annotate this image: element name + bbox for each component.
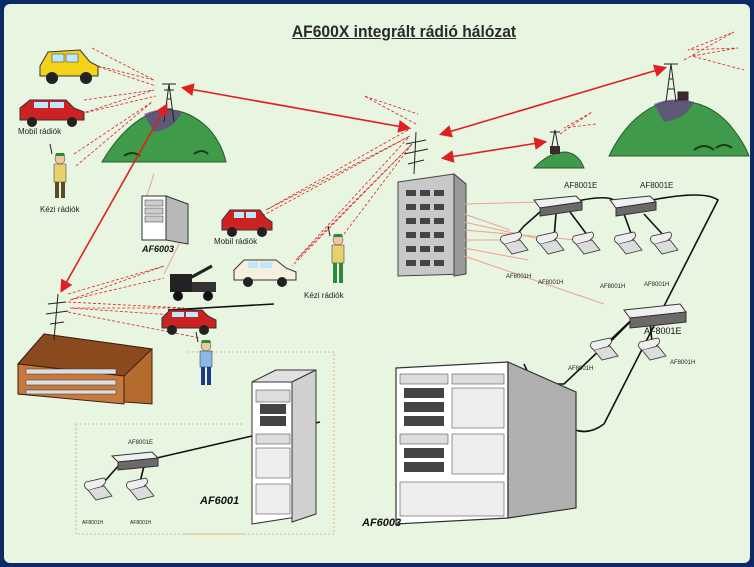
mountain-left	[101, 109, 227, 163]
label-af8001e-3: AF8001E	[644, 326, 682, 336]
radio-waves	[67, 31, 745, 339]
tower-right-icon	[664, 63, 689, 103]
label-kezi-2: Kézi rádiók	[304, 291, 345, 300]
af8001e-box-4	[110, 451, 160, 471]
car-white-icon	[233, 259, 297, 287]
building-antenna-icon	[403, 131, 429, 175]
site-box-outline	[75, 351, 335, 535]
label-af8001h-1: AF8001H	[506, 274, 531, 280]
label-af8001h-2: AF8001H	[538, 280, 563, 286]
mountain-right	[608, 99, 750, 157]
car-red-3-icon	[161, 309, 217, 335]
af6001-rack	[251, 369, 317, 525]
person-3-icon	[195, 331, 213, 385]
label-af8001h-7: AF8001H	[82, 520, 104, 526]
central-building	[397, 131, 467, 277]
car-yellow-icon	[39, 49, 99, 84]
office-building-left	[17, 293, 154, 405]
label-af6003-small: AF6003	[141, 244, 174, 254]
diagram-title: AF600X integrált rádió hálózat	[291, 22, 517, 41]
label-af8001h-3: AF8001H	[600, 284, 625, 290]
af6003-big-cabinet	[395, 361, 577, 525]
person-1-icon	[49, 143, 67, 198]
tow-truck-icon	[170, 264, 216, 301]
tower-hill-icon	[550, 129, 560, 147]
phone-icons	[84, 231, 679, 501]
car-red-1-icon	[19, 99, 85, 127]
label-af8001e-2: AF8001E	[640, 181, 673, 190]
label-af8001e-4: AF8001E	[128, 440, 153, 446]
label-mobil-1: Mobil rádiók	[18, 127, 62, 136]
label-kezi-1: Kézi rádiók	[40, 205, 81, 214]
person-2-icon	[327, 225, 345, 283]
af8001e-box-3	[623, 303, 687, 329]
label-af8001h-6: AF8001H	[670, 360, 695, 366]
diagram-canvas: AF600X integrált rádió hálózat	[4, 4, 750, 563]
office-antenna-icon	[45, 293, 69, 341]
network-diagram: Mobil rádiók Kézi rádiók Mobil rádiók Ké…	[17, 31, 750, 535]
af8001e-box-1	[533, 195, 584, 217]
radio-links	[60, 64, 668, 293]
car-red-2-icon	[221, 209, 273, 237]
label-af8001e-1: AF8001E	[564, 181, 597, 190]
small-hill	[532, 146, 585, 169]
label-af8001h-8: AF8001H	[130, 520, 152, 526]
label-mobil-2: Mobil rádiók	[214, 237, 258, 246]
label-af8001h-4: AF8001H	[644, 282, 669, 288]
label-af6003-big: AF6003	[361, 517, 401, 529]
label-af6001: AF6001	[199, 495, 239, 507]
af8001e-box-2	[609, 195, 658, 217]
af6003-small-cabinet	[141, 195, 189, 245]
label-af8001h-5: AF8001H	[568, 366, 593, 372]
